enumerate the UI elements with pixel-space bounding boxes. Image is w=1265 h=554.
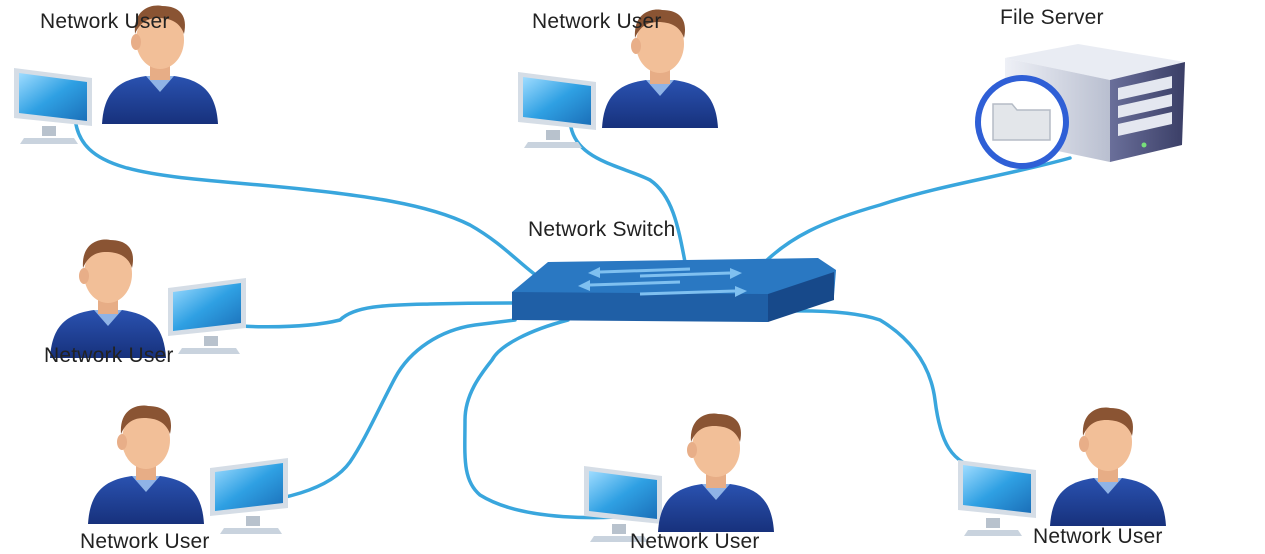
file-server-label: File Server	[1000, 6, 1104, 29]
cable-user-bottom-center	[463, 318, 667, 520]
user-label: Network User	[80, 530, 210, 553]
cable-user-top-left	[73, 116, 547, 284]
user-workstation-icon	[50, 239, 246, 358]
cable-user-bottom-left	[224, 318, 517, 507]
user-workstation-icon	[584, 413, 774, 542]
user-label: Network User	[40, 10, 170, 33]
cable-user-top-center	[568, 118, 687, 264]
file-server-icon	[975, 44, 1185, 169]
user-workstation-icon	[958, 407, 1166, 536]
user-workstation-icon	[88, 405, 288, 534]
user-label: Network User	[630, 530, 760, 553]
user-label: Network User	[1033, 525, 1163, 548]
cable-file-server	[763, 156, 1072, 264]
switch-label: Network Switch	[528, 218, 676, 241]
cable-user-bottom-right	[758, 309, 987, 472]
user-label: Network User	[532, 10, 662, 33]
network-switch-icon	[512, 258, 836, 322]
user-label: Network User	[44, 344, 174, 367]
